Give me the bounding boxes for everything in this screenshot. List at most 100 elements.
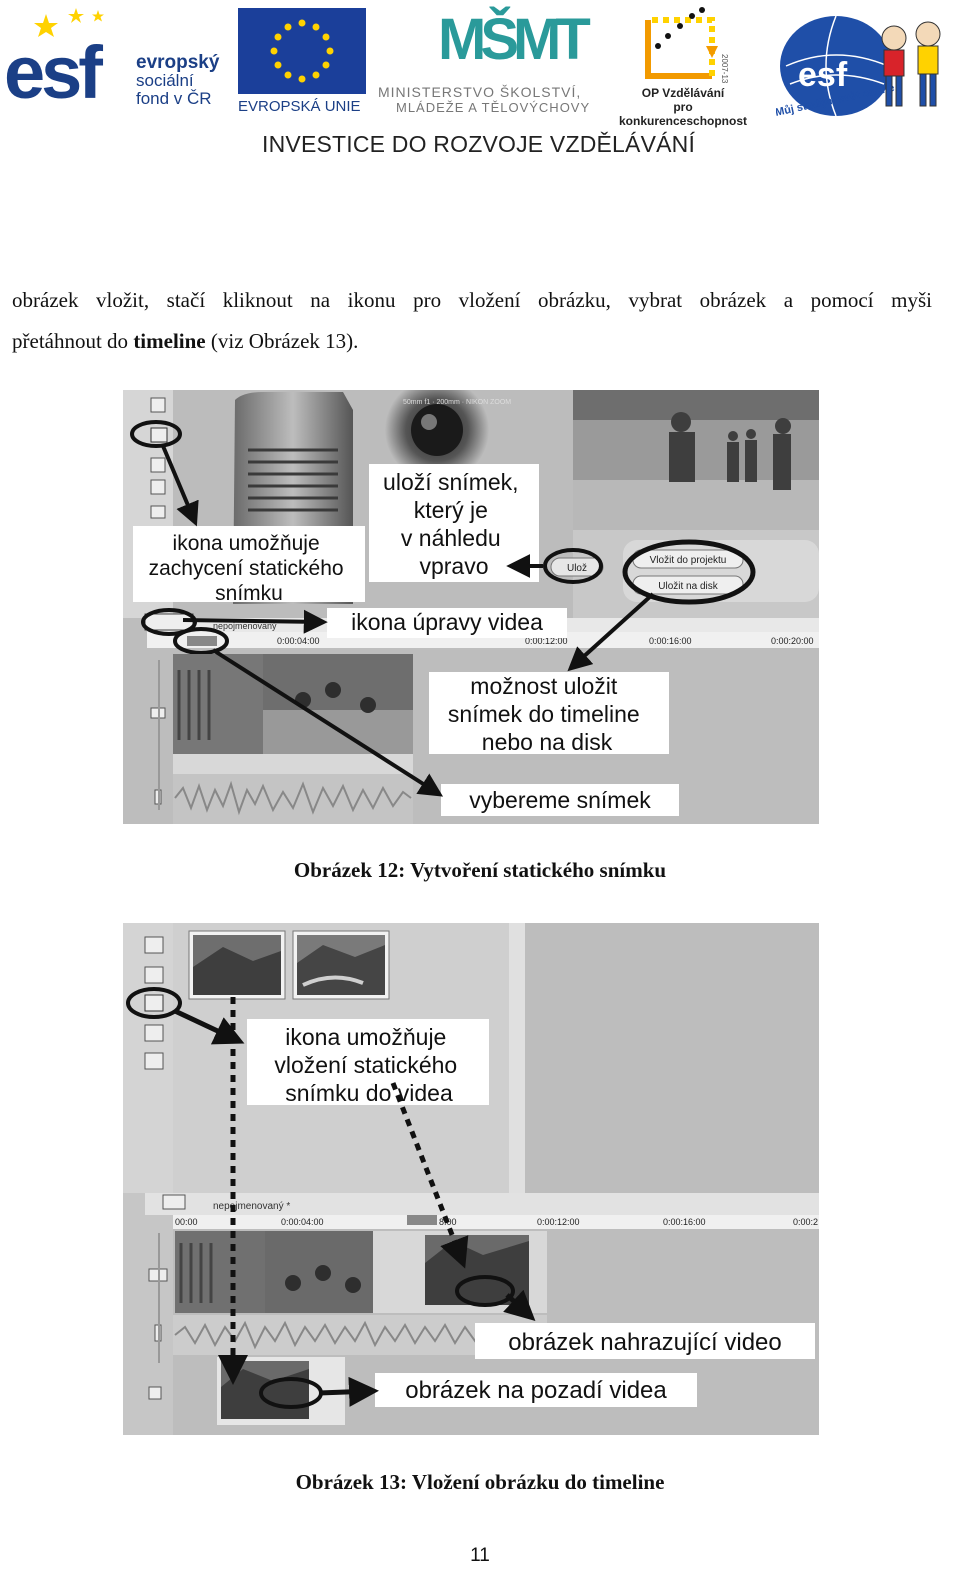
timeline-scrubber[interactable] xyxy=(187,636,217,646)
page-header: esf evropský sociální fond v ČR EVROPSKÁ… xyxy=(0,0,960,170)
msmt-logo: MŠMT MINISTERSTVO ŠKOLSTVÍ, MLÁDEŽE A TĚ… xyxy=(378,6,603,116)
toolbar-icon-4[interactable] xyxy=(144,1024,164,1042)
eu-logo: EVROPSKÁ UNIE xyxy=(238,8,368,116)
figure-12-caption: Obrázek 12: Vytvoření statického snímku xyxy=(293,858,667,882)
toolbar-icon-2[interactable] xyxy=(144,966,164,984)
investice-heading: INVESTICE DO ROZVOJE VZDĚLÁVÁNÍ xyxy=(262,131,696,157)
callout-option-line2: snímek do timeline xyxy=(448,701,640,727)
timecode-1: 0:00:04:00 xyxy=(281,1217,324,1227)
project-name: nepojmenovaný * xyxy=(213,1201,290,1212)
op-logo-line1: OP Vzdělávání xyxy=(641,86,725,100)
timecode-4: 0:00:16:00 xyxy=(663,1217,706,1227)
eu-stars-icon xyxy=(270,19,334,83)
toolbar-icon-1[interactable] xyxy=(144,936,164,954)
callout-capture-line2: zachycení statického xyxy=(149,557,344,580)
save-frame-button[interactable] xyxy=(550,557,604,577)
figure-12-canvas: 50mm f1 · 200mm · NIKON ZOOM Ulož Vložit… xyxy=(123,390,819,824)
callout-save-line1: uloží snímek, xyxy=(383,469,519,495)
msmt-logo-mark: MŠMT xyxy=(438,7,591,72)
timecode-4: 0:00:20:00 xyxy=(771,636,814,646)
save-frame-button-label: Ulož xyxy=(567,563,587,574)
capture-icon-highlight xyxy=(130,420,182,448)
callout-insert-line3: snímku do videa xyxy=(285,1080,453,1106)
callout-capture-line3: snímku xyxy=(215,582,283,605)
op-logo-text: OP Vzdělávání pro konkurenceschopnost xyxy=(608,86,758,128)
figure-13-canvas: ikona umožňuje vložení statického snímku… xyxy=(123,923,819,1435)
svg-text:uloží snímek, který je: uloží snímek, který je v náhledu vpravo xyxy=(383,469,525,579)
callout-capture-icon xyxy=(133,526,365,602)
callout-video-edit-text: ikona úpravy videa xyxy=(351,609,543,635)
timecode-3: 0:00:16:00 xyxy=(649,636,692,646)
svg-text:ikona umožňuje vložení s: ikona umožňuje vložení statického snímku… xyxy=(274,1024,463,1106)
figure-13-caption: Obrázek 13: Vložení obrázku do timeline xyxy=(295,1470,665,1494)
audio-track[interactable] xyxy=(173,774,413,824)
project-name: nepojmenovaný xyxy=(213,621,277,631)
timecode-5: 0:00:2 xyxy=(793,1217,818,1227)
toolbar-icon-5[interactable] xyxy=(150,505,166,519)
esf-logo-mark: esf xyxy=(4,31,103,114)
esf-study-logo: esf Můj studijní svět online xyxy=(774,4,954,124)
op-logo: 2007-13 OP Vzdělávání pro konkurencescho… xyxy=(608,6,758,128)
capture-frame-icon[interactable] xyxy=(150,427,168,443)
esf-study-mark: esf xyxy=(798,56,848,94)
paragraph-line-2-post: (viz Obrázek 13). xyxy=(205,329,359,353)
esf-logo-text: evropský sociální fond v ČR xyxy=(136,52,220,108)
toolbar-icon-1[interactable] xyxy=(150,397,166,413)
body-paragraph: obrázek vložit, stačí kliknout na ikonu … xyxy=(12,280,932,362)
paragraph-line-1: obrázek vložit, stačí kliknout na ikonu … xyxy=(12,288,932,312)
paragraph-line-2-pre: přetáhnout do xyxy=(12,329,134,353)
callout-replace-video xyxy=(475,1323,815,1359)
callout-insert-icon xyxy=(247,1019,489,1105)
toolbar-icons[interactable] xyxy=(150,397,168,519)
op-arrows-icon: 2007-13 xyxy=(645,7,729,84)
callout-save-option xyxy=(429,672,669,754)
callout-save-line3: v náhledu xyxy=(401,525,501,551)
esf-logo: esf evropský sociální fond v ČR xyxy=(4,6,229,116)
video-clip-1[interactable] xyxy=(175,1231,265,1313)
msmt-logo-line2: MLÁDEŽE A TĚLOVÝCHOVY xyxy=(396,100,591,115)
callout-save-line2: který je xyxy=(414,497,488,523)
insert-image-icon[interactable] xyxy=(144,994,164,1012)
callout-option-line3: nebo na disk xyxy=(482,729,613,755)
eu-flag xyxy=(238,8,366,94)
timeline-ruler[interactable] xyxy=(147,632,819,648)
svg-text:ikona umožňuje zachycení: ikona umožňuje zachycení statického sním… xyxy=(149,532,350,605)
page-number: 11 xyxy=(470,1545,490,1566)
globe-icon: esf Můj studijní svět online xyxy=(774,15,941,119)
timecode-2: 0:00:12:00 xyxy=(525,636,568,646)
eu-logo-label: EVROPSKÁ UNIE xyxy=(238,98,361,115)
callout-insert-line1: ikona umožňuje xyxy=(285,1024,446,1050)
lens-text: 50mm f1 · 200mm · NIKON ZOOM xyxy=(403,399,511,406)
callout-choose-frame xyxy=(441,784,679,816)
toolbar-icon-5[interactable] xyxy=(144,1052,164,1070)
callout-background-image-text: obrázek na pozadí videa xyxy=(405,1377,667,1404)
callout-save-line4: vpravo xyxy=(419,553,488,579)
track-overlay-icon xyxy=(148,1386,162,1400)
toolbar-icon-3[interactable] xyxy=(150,457,166,473)
timecode-3: 0:00:12:00 xyxy=(537,1217,580,1227)
star-icon xyxy=(34,8,104,37)
figure-13-screenshot: ikona umožňuje vložení statického snímku… xyxy=(123,923,819,1435)
op-badge: 2007-13 xyxy=(720,54,729,84)
video-clip-1[interactable] xyxy=(173,654,263,754)
esf-logo-line1: evropský xyxy=(136,52,220,73)
insert-to-project-label: Vložit do projektu xyxy=(650,555,727,566)
save-to-disk-label: Uložit na disk xyxy=(658,581,718,592)
timeline-header xyxy=(145,1193,819,1215)
callout-choose-frame-text: vybereme snímek xyxy=(469,787,651,813)
callout-replace-video-text: obrázek nahrazující video xyxy=(508,1329,782,1356)
paragraph-line-2: přetáhnout do timeline (viz Obrázek 13). xyxy=(12,329,358,353)
callout-option-line1: možnost uložit xyxy=(470,673,618,699)
timecode-1: 0:00:04:00 xyxy=(277,636,320,646)
timeline-scrubber[interactable] xyxy=(407,1215,437,1225)
callout-background-image xyxy=(375,1373,697,1407)
timeline-term: timeline xyxy=(133,329,206,353)
esf-logo-line3: fond v ČR xyxy=(136,89,212,108)
timeline-ruler[interactable] xyxy=(173,1215,819,1229)
timeline-menu-icon[interactable] xyxy=(162,1194,186,1210)
figure-12-screenshot: 50mm f1 · 200mm · NIKON ZOOM Ulož Vložit… xyxy=(123,390,819,824)
callout-capture-line1: ikona umožňuje xyxy=(173,532,320,555)
op-logo-line2: pro konkurenceschopnost xyxy=(618,100,748,128)
svg-text:možnost uložit snímek do: možnost uložit snímek do timeline nebo n… xyxy=(448,673,646,755)
toolbar-icon-4[interactable] xyxy=(150,479,166,495)
